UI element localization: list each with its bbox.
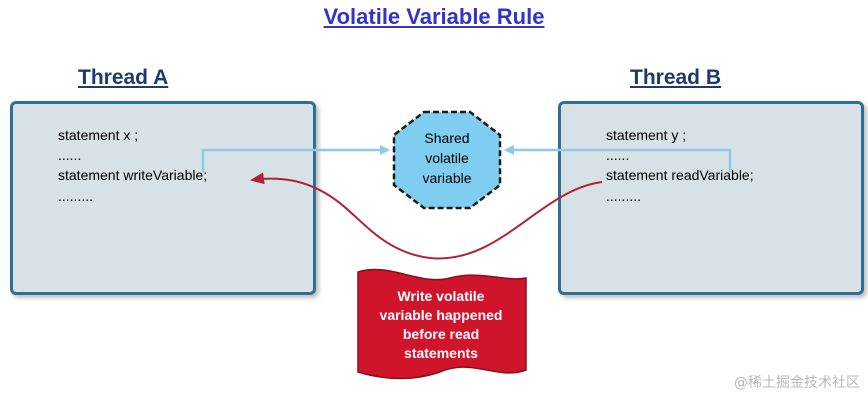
- shared-label-line-2: volatile: [425, 150, 469, 166]
- banner-line-3: before read: [402, 326, 480, 342]
- thread-a-statement-4: .........: [58, 188, 94, 204]
- shared-variable-label: Shared volatile variable: [388, 128, 506, 188]
- banner-line-4: statements: [404, 345, 478, 361]
- diagram-title: Volatile Variable Rule: [323, 4, 545, 29]
- shared-label-line-1: Shared: [424, 130, 470, 146]
- shared-label-line-3: variable: [422, 170, 472, 186]
- write-access-arrow: [201, 145, 390, 172]
- thread-a-label: Thread A: [78, 66, 169, 89]
- read-access-arrow: [504, 145, 732, 172]
- thread-a-statement-2: ......: [58, 147, 82, 163]
- thread-b-statement-1: statement y ;: [606, 127, 687, 143]
- happens-before-arrow: [250, 172, 603, 260]
- thread-a-statement-3: statement writeVariable;: [58, 167, 208, 183]
- thread-b-statement-4: .........: [606, 188, 642, 204]
- banner-line-1: Write volatile: [397, 288, 485, 304]
- happens-before-banner: [357, 268, 527, 380]
- thread-b-box: [558, 101, 864, 295]
- thread-a-box: [10, 101, 316, 295]
- watermark: @稀土掘金技术社区: [734, 375, 860, 391]
- thread-b-statement-3: statement readVariable;: [606, 167, 754, 183]
- banner-text: Write volatile variable happened before …: [356, 287, 526, 363]
- thread-a-statement-1: statement x ;: [58, 127, 139, 143]
- banner-line-2: variable happened: [379, 307, 503, 323]
- thread-b-label: Thread B: [630, 66, 722, 89]
- shared-variable-octagon: [392, 110, 502, 210]
